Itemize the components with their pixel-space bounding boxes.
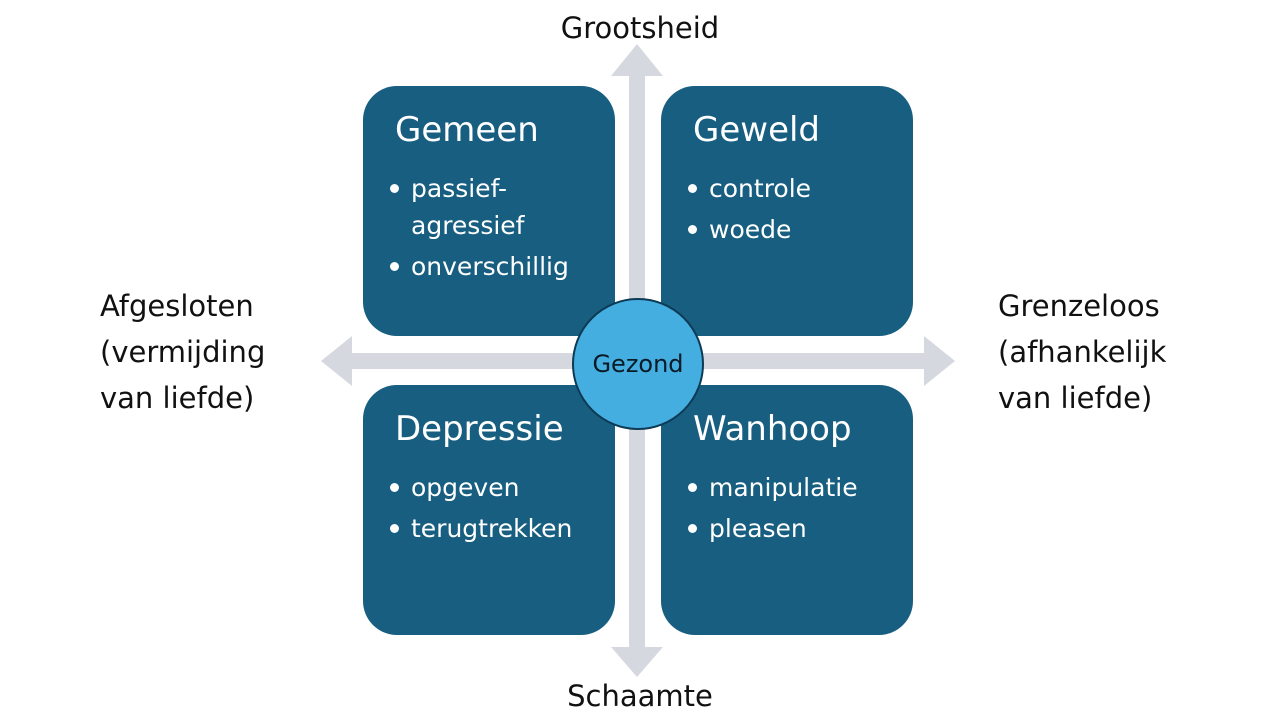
arrow-down-icon [611, 380, 663, 677]
quadrant-list: passief-agressief onverschillig [388, 170, 611, 289]
list-item: onverschillig [388, 248, 611, 285]
list-item: manipulatie [686, 469, 909, 506]
quadrant-list: controle woede [686, 170, 909, 252]
quadrant-top-right: Geweld controle woede [661, 86, 913, 336]
list-item: controle [686, 170, 909, 207]
quadrant-title: Gemeen [395, 110, 539, 150]
arrow-up-icon [611, 44, 663, 340]
list-item: pleasen [686, 510, 909, 547]
quadrant-bottom-left: Depressie opgeven terugtrekken [363, 385, 615, 635]
axis-label-left-line: (vermijding [100, 335, 266, 369]
quadrant-title: Depressie [395, 409, 564, 449]
axis-label-bottom: Schaamte [567, 679, 713, 713]
arrow-left-icon [321, 336, 620, 386]
axis-label-left-line: Afgesloten [100, 289, 254, 323]
center-label: Gezond [592, 350, 684, 378]
quadrant-title: Wanhoop [693, 409, 852, 449]
list-item: passief-agressief [388, 170, 611, 244]
axis-label-right-line: Grenzeloos [998, 289, 1160, 323]
quadrant-title: Geweld [693, 110, 821, 150]
axis-label-right-line: (afhankelijk [998, 335, 1167, 369]
list-item: woede [686, 211, 909, 248]
quadrant-bottom-right: Wanhoop manipulatie pleasen [661, 385, 913, 635]
list-item: opgeven [388, 469, 611, 506]
axis-label-top: Grootsheid [560, 11, 720, 45]
center-circle: Gezond [572, 298, 704, 430]
list-item: terugtrekken [388, 510, 611, 547]
axis-label-right: Grenzeloos (afhankelijk van liefde) [998, 283, 1166, 421]
axis-label-right-line: van liefde) [998, 381, 1153, 415]
axis-label-left-line: van liefde) [100, 381, 255, 415]
quadrant-list: opgeven terugtrekken [388, 469, 611, 551]
axis-label-left: Afgesloten (vermijding van liefde) [100, 283, 265, 421]
quadrant-list: manipulatie pleasen [686, 469, 909, 551]
quadrant-top-left: Gemeen passief-agressief onverschillig [363, 86, 615, 336]
arrow-right-icon [656, 336, 955, 386]
